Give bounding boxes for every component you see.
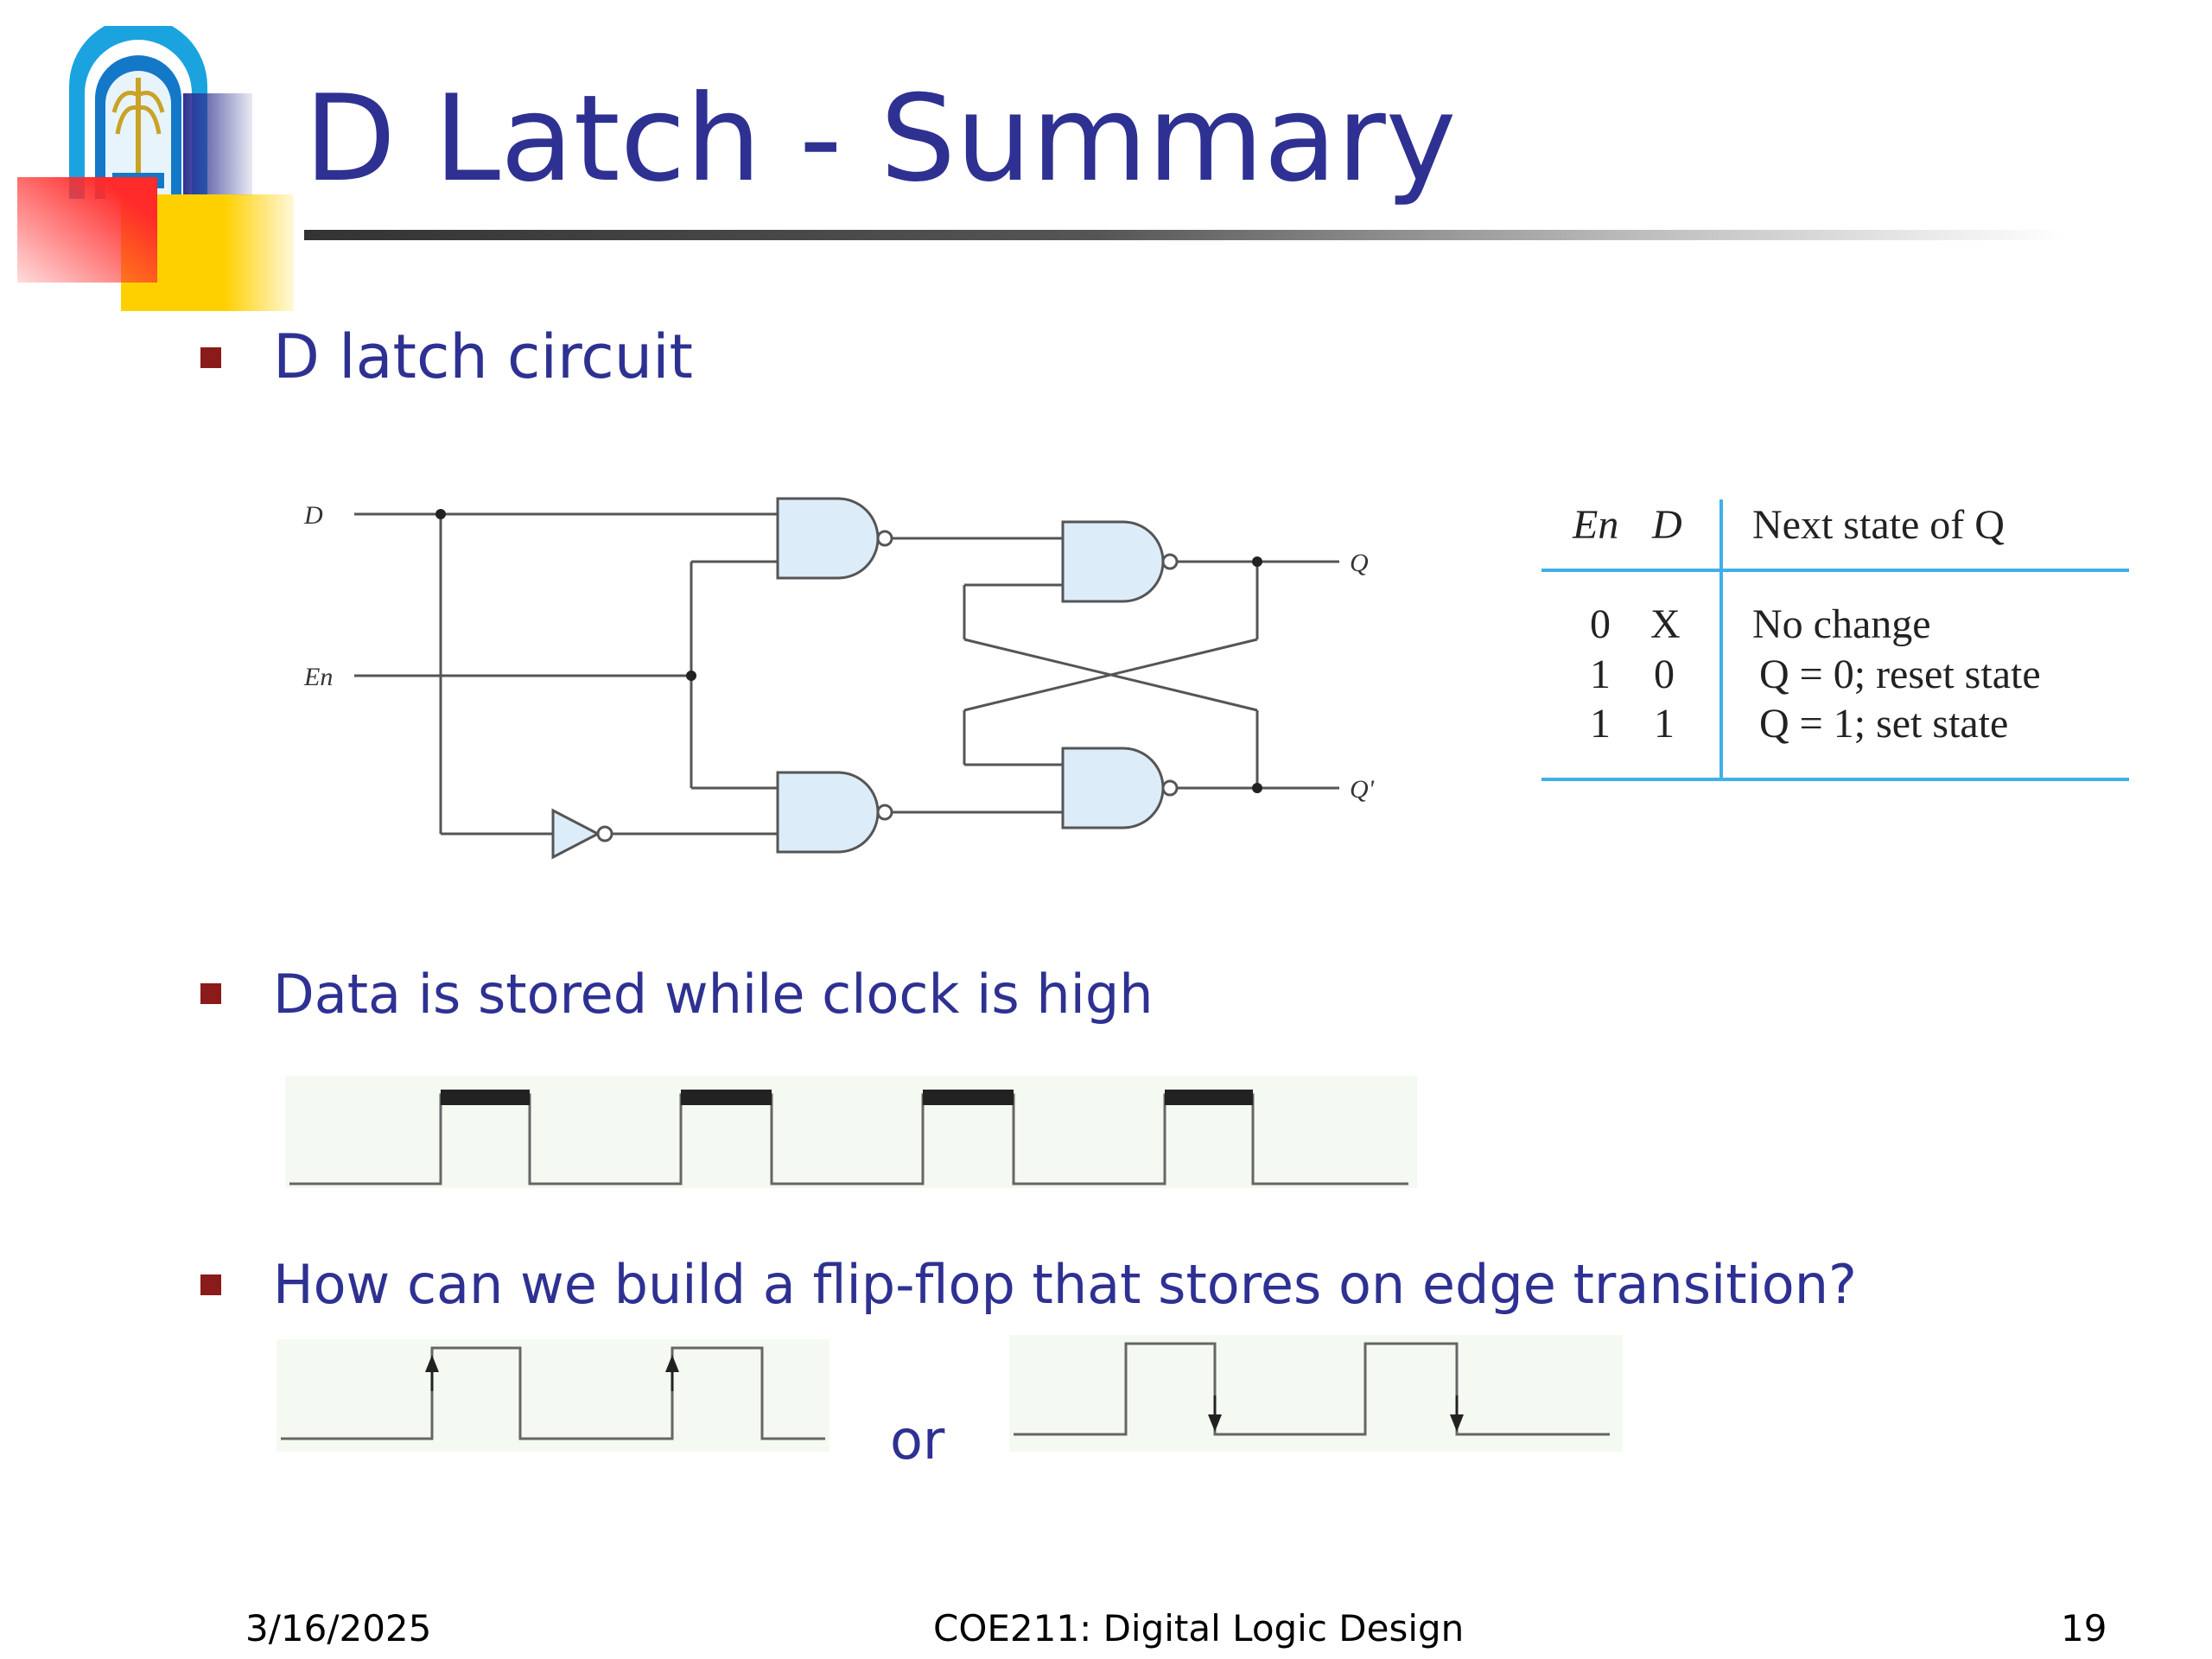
table-cell-r3-en: 1 — [1590, 701, 1611, 747]
bullet-text-1: D latch circuit — [273, 321, 693, 392]
table-cell-r3-d: 1 — [1654, 701, 1675, 747]
rising-edge-waveform — [276, 1339, 830, 1452]
slide-title: D Latch - Summary — [304, 69, 1457, 208]
footer-course: COE211: Digital Logic Design — [933, 1607, 1465, 1649]
circuit-label-d: D — [303, 501, 323, 530]
table-cell-r1-d: X — [1650, 601, 1681, 647]
bullet-marker-1 — [200, 347, 221, 368]
footer-date: 3/16/2025 — [245, 1607, 432, 1649]
title-underline — [304, 230, 2067, 240]
table-cell-r1-next: No change — [1752, 601, 1931, 647]
footer-page-number: 19 — [2061, 1607, 2107, 1649]
decor-blue-square — [183, 93, 252, 195]
bullet-marker-3 — [200, 1274, 221, 1295]
bullet-text-3: How can we build a flip-flop that stores… — [273, 1253, 1857, 1316]
university-logo — [69, 26, 207, 199]
table-header-next-state: Next state of Q — [1752, 502, 2005, 548]
table-bottom-rule — [1541, 778, 2129, 781]
d-latch-circuit-diagram: D En Q Q' — [303, 497, 1375, 860]
or-label: or — [890, 1408, 945, 1471]
table-header-en: En — [1573, 502, 1619, 548]
table-cell-r2-d: 0 — [1654, 652, 1675, 697]
table-cell-r2-en: 1 — [1590, 652, 1611, 697]
bullet-text-2: Data is stored while clock is high — [273, 963, 1154, 1026]
table-cell-r3-next: Q = 1; set state — [1759, 701, 2009, 747]
bullet-marker-2 — [200, 983, 221, 1004]
falling-edge-waveform — [1009, 1335, 1623, 1452]
table-cell-r2-next: Q = 0; reset state — [1759, 652, 2041, 697]
circuit-label-en: En — [303, 663, 333, 691]
decor-red-square — [17, 177, 157, 283]
circuit-label-q: Q — [1350, 549, 1369, 577]
circuit-label-qn: Q' — [1350, 775, 1375, 804]
truth-table: En D Next state of Q 0 X No change 1 0 Q… — [1541, 484, 2129, 786]
table-header-d: D — [1652, 502, 1682, 548]
table-header-rule — [1541, 569, 2129, 572]
table-cell-r1-en: 0 — [1590, 601, 1611, 647]
table-column-divider — [1719, 499, 1723, 781]
level-clock-waveform — [285, 1076, 1417, 1188]
